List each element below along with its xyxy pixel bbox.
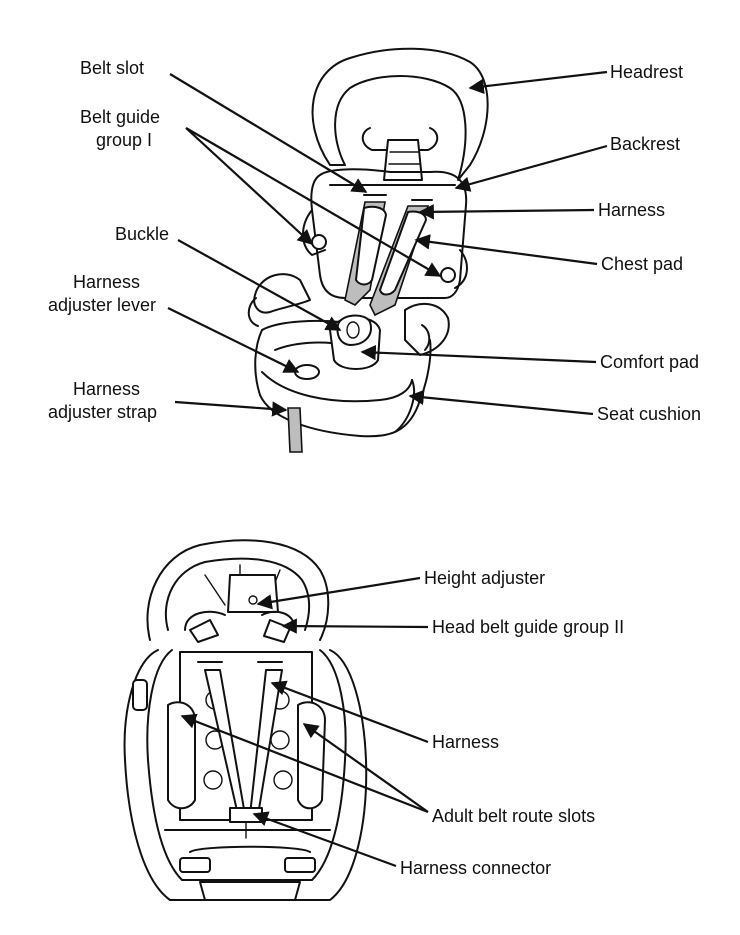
label-harness-adjuster-lever-line2: adjuster lever [48, 295, 156, 315]
label-belt-guide-group-i-line1: Belt guide [80, 107, 160, 127]
label-harness-adjuster-strap-line2: adjuster strap [48, 402, 157, 422]
label-belt-slot: Belt slot [80, 58, 144, 78]
label-harness-adjuster-lever-line1: Harness [73, 272, 140, 292]
label-chest-pad: Chest pad [601, 254, 683, 274]
bottom-car-seat-drawing [123, 539, 368, 901]
label-harness-bottom: Harness [432, 732, 499, 752]
label-headrest: Headrest [610, 62, 683, 82]
label-belt-guide-group-i-line2: group I [96, 130, 152, 150]
top-labels: Belt slot Belt guide group I Buckle Harn… [48, 58, 701, 424]
top-car-seat-drawing [247, 47, 489, 453]
label-backrest: Backrest [610, 134, 680, 154]
label-seat-cushion: Seat cushion [597, 404, 701, 424]
label-adult-belt-route-slots: Adult belt route slots [432, 806, 595, 826]
label-harness-adjuster-strap-line1: Harness [73, 379, 140, 399]
bottom-labels: Height adjuster Head belt guide group II… [180, 568, 624, 878]
label-height-adjuster: Height adjuster [424, 568, 545, 588]
label-comfort-pad: Comfort pad [600, 352, 699, 372]
label-head-belt-guide-group-ii: Head belt guide group II [432, 617, 624, 637]
label-buckle: Buckle [115, 224, 169, 244]
label-harness-top: Harness [598, 200, 665, 220]
label-harness-connector: Harness connector [400, 858, 551, 878]
